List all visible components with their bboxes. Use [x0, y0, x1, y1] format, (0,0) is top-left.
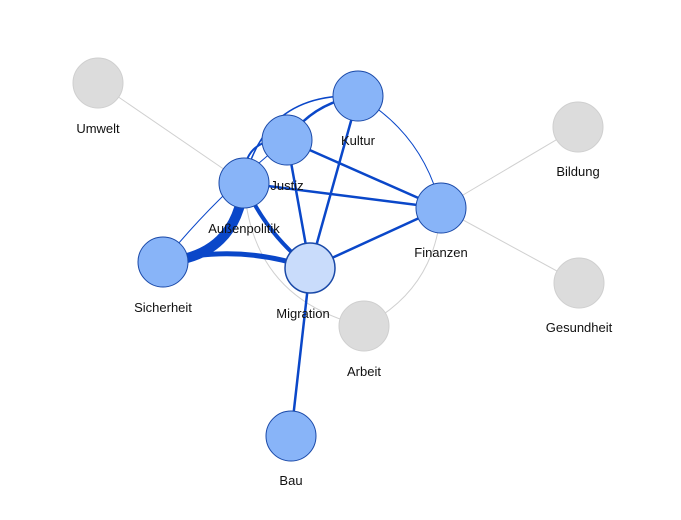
node-umwelt[interactable]: Umwelt	[72, 57, 124, 136]
node-label-kultur: Kultur	[341, 133, 376, 148]
node-circle-kultur[interactable]	[332, 70, 384, 122]
edge-sicherheit-justiz	[162, 139, 288, 263]
node-bildung[interactable]: Bildung	[552, 101, 604, 179]
node-label-aussenpolitik: Außenpolitik	[208, 221, 280, 236]
node-label-bildung: Bildung	[556, 164, 599, 179]
node-label-justiz: Justiz	[270, 178, 303, 193]
node-label-sicherheit: Sicherheit	[134, 300, 192, 315]
node-label-gesundheit: Gesundheit	[546, 320, 613, 335]
node-label-finanzen: Finanzen	[414, 245, 467, 260]
node-circle-finanzen[interactable]	[415, 182, 467, 234]
edge-kultur-migration	[308, 94, 360, 270]
node-circle-umwelt[interactable]	[72, 57, 124, 109]
edge-umwelt-aussenpolitik	[97, 82, 245, 184]
node-aussenpolitik[interactable]: Außenpolitik	[208, 157, 280, 236]
node-bau[interactable]: Bau	[265, 410, 317, 488]
node-circle-arbeit[interactable]	[338, 300, 390, 352]
node-circle-migration[interactable]	[284, 242, 336, 294]
node-arbeit[interactable]: Arbeit	[338, 300, 390, 379]
node-circle-justiz[interactable]	[261, 114, 313, 166]
node-migration[interactable]: Migration	[276, 242, 336, 321]
node-label-arbeit: Arbeit	[347, 364, 381, 379]
node-kultur[interactable]: Kultur	[332, 70, 384, 148]
node-circle-bildung[interactable]	[552, 101, 604, 153]
node-circle-bau[interactable]	[265, 410, 317, 462]
node-circle-sicherheit[interactable]	[137, 236, 189, 288]
node-gesundheit[interactable]: Gesundheit	[546, 257, 613, 335]
node-circle-gesundheit[interactable]	[553, 257, 605, 309]
edge-aussenpolitik-arbeit	[243, 182, 365, 327]
node-label-umwelt: Umwelt	[76, 121, 120, 136]
node-finanzen[interactable]: Finanzen	[414, 182, 468, 260]
node-label-bau: Bau	[279, 473, 302, 488]
node-circle-aussenpolitik[interactable]	[218, 157, 270, 209]
node-sicherheit[interactable]: Sicherheit	[134, 236, 192, 315]
node-label-migration: Migration	[276, 306, 329, 321]
node-justiz[interactable]: Justiz	[261, 114, 313, 193]
